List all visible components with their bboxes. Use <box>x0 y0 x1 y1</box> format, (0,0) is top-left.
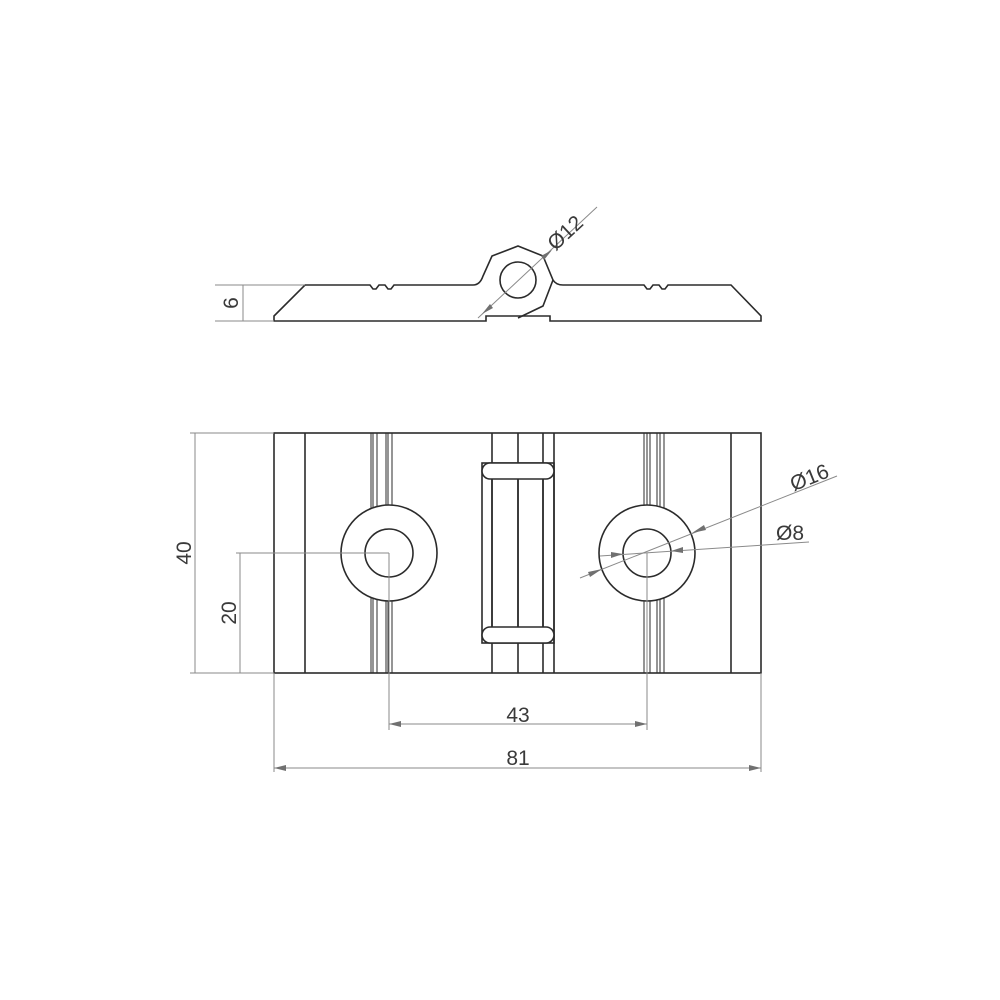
side-view: 6 Ø12 <box>215 206 762 322</box>
side-profile <box>273 245 762 322</box>
hole-diameter-dimension: Ø8 <box>776 522 804 545</box>
arrowhead <box>541 250 552 260</box>
height-dimension: 40 <box>173 541 196 564</box>
overall-length-dimension: 81 <box>506 747 529 770</box>
arrowhead <box>482 304 493 314</box>
diameter-leader <box>599 541 810 557</box>
pin-hole <box>499 261 537 299</box>
boss-lower-edge <box>517 279 554 319</box>
outer-diameter-dimension: Ø16 <box>787 460 832 496</box>
hole-spacing-dimension: 43 <box>506 704 529 727</box>
hinge-knuckle <box>481 433 555 673</box>
diameter-leader <box>579 475 838 579</box>
thickness-dimension: 6 <box>220 297 243 309</box>
diameter-leader <box>477 206 598 319</box>
top-view: 40 20 43 81 Ø16 Ø8 <box>173 432 838 772</box>
pin-diameter-dimension: Ø12 <box>543 211 588 255</box>
hole-center-height-dimension: 20 <box>218 601 241 624</box>
